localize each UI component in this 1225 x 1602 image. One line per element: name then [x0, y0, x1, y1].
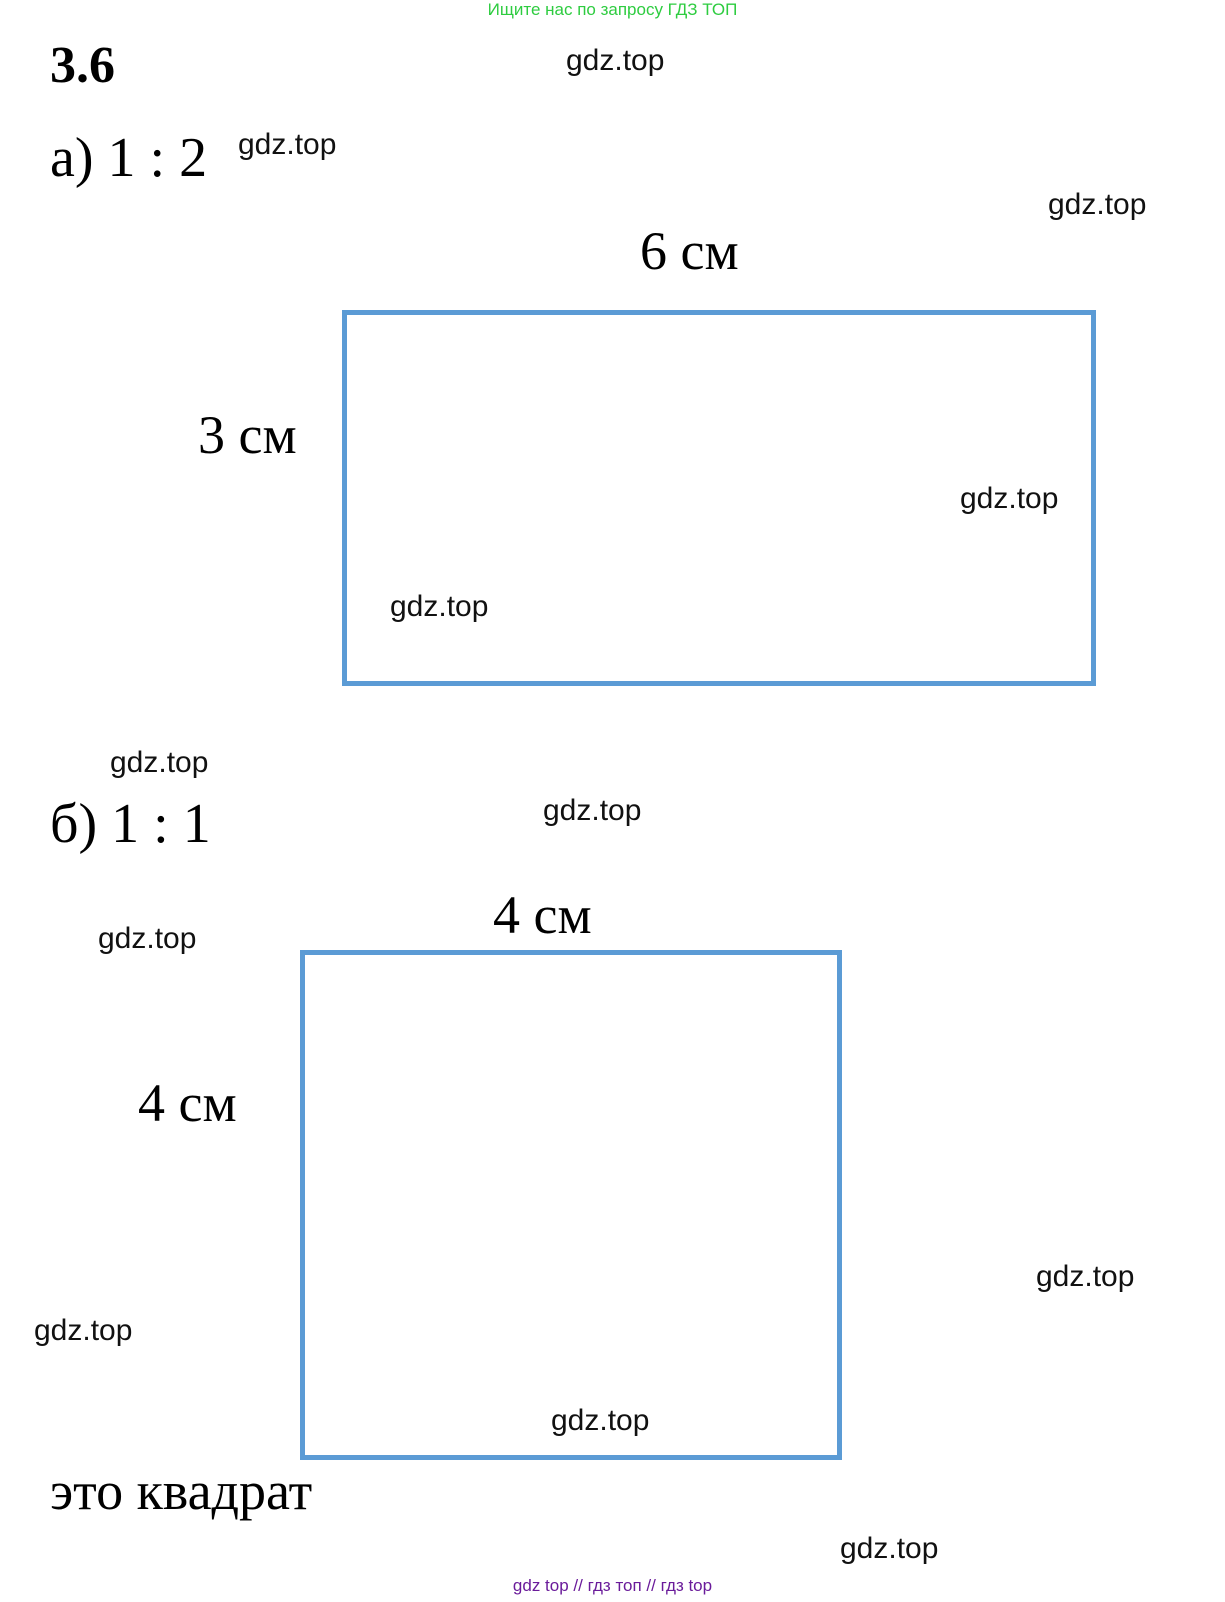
- part-b-height-label: 4 см: [138, 1073, 237, 1133]
- watermark: gdz.top: [110, 746, 209, 779]
- rectangle-shape: [342, 310, 1096, 686]
- problem-number: 3.6: [50, 37, 115, 94]
- part-a-width-label: 6 см: [640, 221, 739, 281]
- watermark: gdz.top: [98, 922, 197, 955]
- part-b-label: б) 1 : 1: [50, 793, 211, 855]
- footer-links: gdz top // гдз топ // гдз top: [512, 1576, 713, 1595]
- part-a-label: а) 1 : 2: [50, 127, 208, 189]
- watermark: gdz.top: [34, 1314, 133, 1347]
- watermark: gdz.top: [551, 1404, 650, 1437]
- watermark: gdz.top: [390, 590, 489, 623]
- watermark: gdz.top: [1036, 1260, 1135, 1293]
- watermark: gdz.top: [1048, 188, 1147, 221]
- watermark: gdz.top: [543, 794, 642, 827]
- watermark: gdz.top: [960, 482, 1059, 515]
- watermark: gdz.top: [238, 128, 337, 161]
- part-a-height-label: 3 см: [198, 405, 297, 465]
- watermark: gdz.top: [840, 1532, 939, 1565]
- square-shape: [300, 950, 842, 1460]
- conclusion-text: это квадрат: [50, 1461, 313, 1521]
- watermark: gdz.top: [566, 44, 665, 77]
- part-b-width-label: 4 см: [493, 885, 592, 945]
- search-banner: Ищите нас по запросу ГДЗ ТОП: [487, 0, 738, 19]
